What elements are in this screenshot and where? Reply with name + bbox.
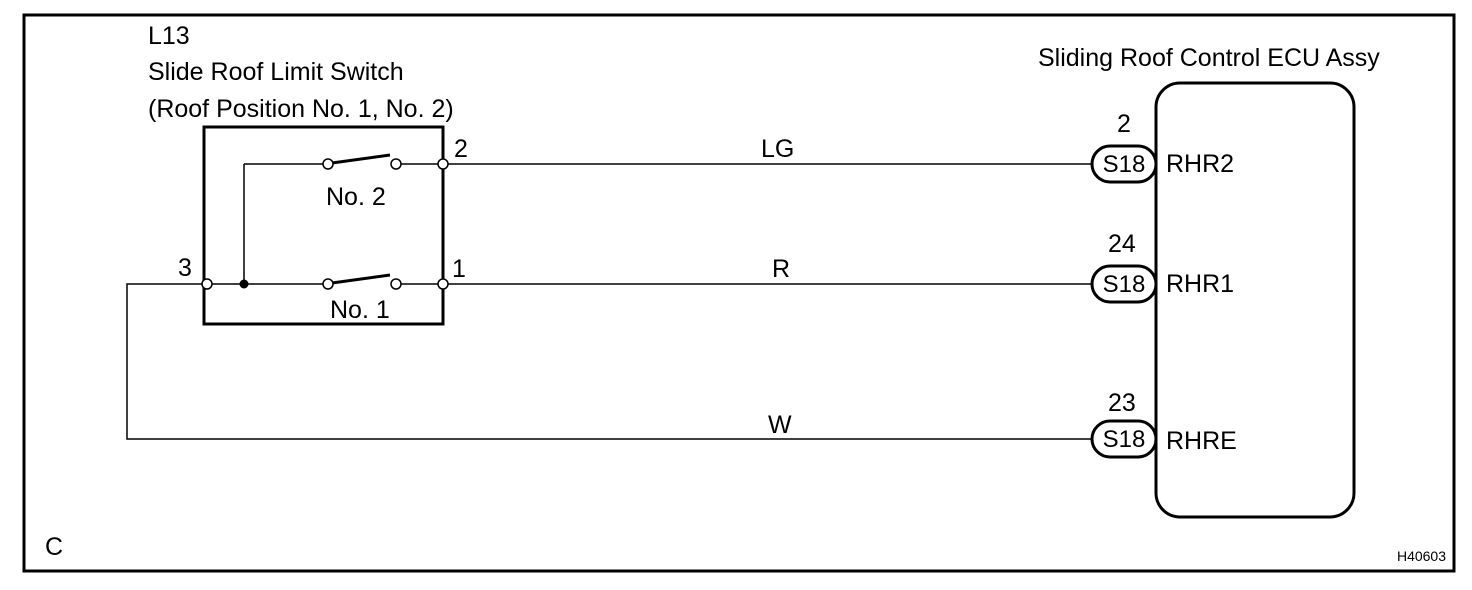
switch-terminal-1 xyxy=(437,278,449,290)
external-wires xyxy=(126,163,1092,440)
connector-s18-pin24-label: S18 xyxy=(1103,271,1146,298)
switch-title: Slide Roof Limit Switch xyxy=(148,58,404,86)
connector-s18-pin23 xyxy=(1090,419,1158,459)
switch-pin-3-label: 3 xyxy=(178,254,192,282)
connector-s18-pin24 xyxy=(1090,264,1158,304)
switch-ref-label: L13 xyxy=(148,22,190,50)
contact-no1 xyxy=(322,273,402,290)
switch-subtitle: (Roof Position No. 1, No. 2) xyxy=(148,95,454,123)
contact-no1-label: No. 1 xyxy=(330,296,390,324)
wire-color-r: R xyxy=(772,255,790,283)
connector-s18-pin23-label: S18 xyxy=(1103,426,1146,453)
wire-w xyxy=(126,283,1092,440)
switch-terminal-3 xyxy=(201,278,213,290)
terminal-rhr2: RHR2 xyxy=(1166,150,1234,178)
contact-no2 xyxy=(322,153,402,170)
ecu-box xyxy=(1154,81,1356,519)
contact-no2-label: No. 2 xyxy=(326,183,386,211)
outer-frame xyxy=(22,13,1456,573)
ecu-pin-23-label: 23 xyxy=(1108,389,1136,417)
corner-letter: C xyxy=(45,533,63,561)
connector-s18-pin2-label: S18 xyxy=(1103,151,1146,178)
switch-box xyxy=(202,125,445,326)
ecu-title: Sliding Roof Control ECU Assy xyxy=(1038,44,1380,72)
wire-color-lg: LG xyxy=(761,135,794,163)
terminal-rhre: RHRE xyxy=(1166,427,1237,455)
switch-pin-2-label: 2 xyxy=(454,135,468,163)
switch-pin-1-label: 1 xyxy=(452,255,466,283)
connector-s18-pin2 xyxy=(1090,144,1158,184)
wire-color-w: W xyxy=(768,411,792,439)
ecu-pin-24-label: 24 xyxy=(1108,230,1136,258)
terminal-rhr1: RHR1 xyxy=(1166,270,1234,298)
junction-dot xyxy=(239,279,249,289)
ecu-pin-2-label: 2 xyxy=(1117,110,1131,138)
figure-code: H40603 xyxy=(1397,548,1446,564)
switch-terminal-2 xyxy=(437,158,449,170)
switch-internal-wiring xyxy=(207,163,443,285)
